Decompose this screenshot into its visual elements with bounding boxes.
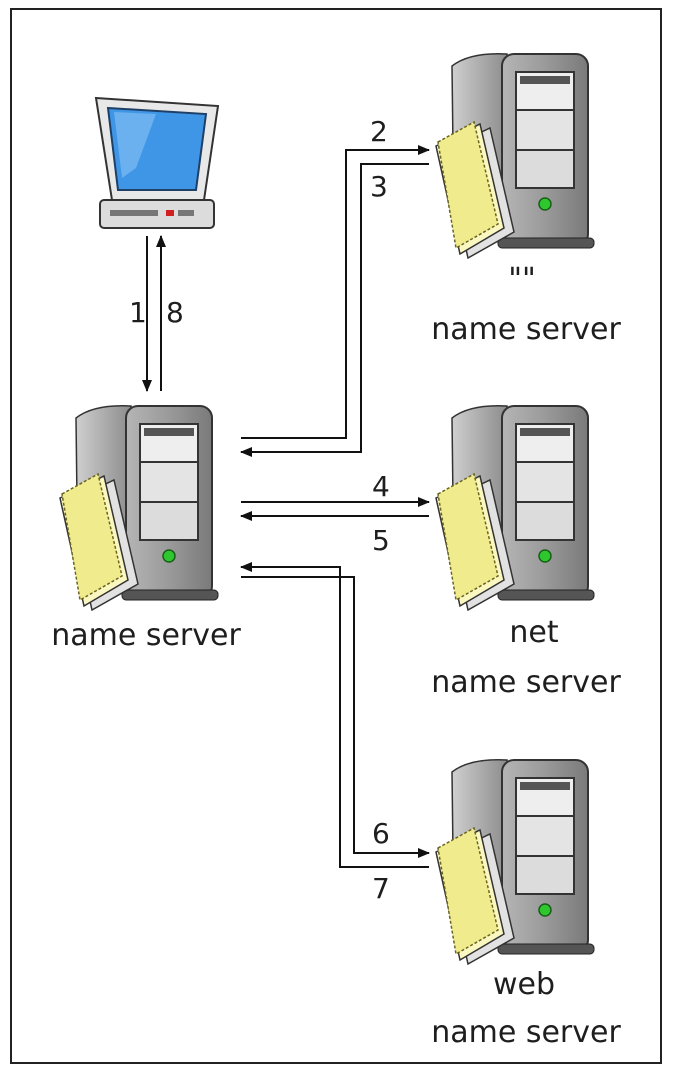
net-zone-label: net	[509, 615, 558, 650]
step-5-label: 5	[372, 524, 390, 557]
step-4-label: 4	[372, 470, 390, 503]
root-server-label: name server	[431, 312, 621, 347]
arrow-7	[240, 562, 429, 868]
root-name-server-icon	[435, 52, 595, 259]
arrow-3	[240, 163, 429, 457]
web-zone-label: web	[493, 967, 555, 1002]
root-zone-label: ""	[508, 262, 536, 297]
step-2-label: 2	[370, 115, 388, 148]
step-8-label: 8	[166, 296, 184, 329]
client-computer-icon	[94, 96, 220, 229]
net-name-server-icon	[435, 404, 595, 611]
step-7-label: 7	[372, 872, 390, 905]
step-3-label: 3	[370, 170, 388, 203]
local-server-label: name server	[51, 618, 241, 653]
local-name-server-icon	[59, 404, 219, 611]
arrow-2	[241, 145, 430, 439]
net-server-label: name server	[431, 665, 621, 700]
step-6-label: 6	[372, 817, 390, 850]
arrow-6	[241, 576, 430, 858]
step-1-label: 1	[129, 296, 147, 329]
web-name-server-icon	[435, 758, 595, 965]
web-server-label: name server	[431, 1015, 621, 1050]
